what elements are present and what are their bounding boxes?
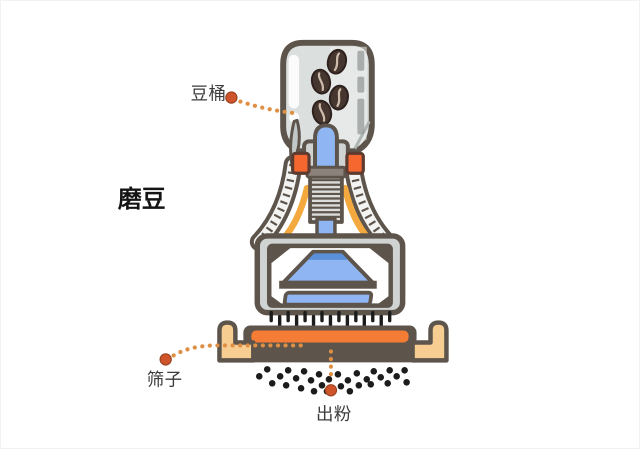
tube-flange bbox=[305, 165, 347, 179]
callout-powder-pointer bbox=[324, 349, 338, 397]
callout-sieve-pointer bbox=[159, 343, 310, 366]
spring-ribs bbox=[311, 179, 341, 218]
step-label: 磨豆 bbox=[118, 186, 166, 213]
leg-right bbox=[343, 154, 397, 252]
sieve-handle-right bbox=[410, 320, 449, 363]
powder-dots bbox=[255, 366, 410, 395]
callout-hopper-pointer bbox=[225, 91, 301, 116]
coffee-beans bbox=[310, 48, 349, 126]
grinder-neck bbox=[291, 123, 365, 243]
burr-disc bbox=[282, 290, 374, 307]
cone-base-band bbox=[279, 280, 377, 289]
sieve-orange-stripe bbox=[251, 330, 409, 343]
feed-tube bbox=[313, 123, 339, 178]
clamp-left bbox=[291, 151, 311, 175]
sieve-label: 筛子 bbox=[147, 369, 183, 389]
sieve-handle-left bbox=[217, 320, 256, 363]
hopper-label: 豆桶 bbox=[191, 84, 227, 104]
sieve-tray bbox=[217, 320, 449, 363]
hopper-slot-marks bbox=[357, 50, 365, 135]
burr-housing bbox=[254, 233, 406, 316]
powder-label: 出粉 bbox=[316, 404, 352, 424]
bean-hopper bbox=[280, 39, 375, 168]
grind-cone-top bbox=[308, 253, 348, 260]
clamp-right bbox=[345, 151, 365, 175]
